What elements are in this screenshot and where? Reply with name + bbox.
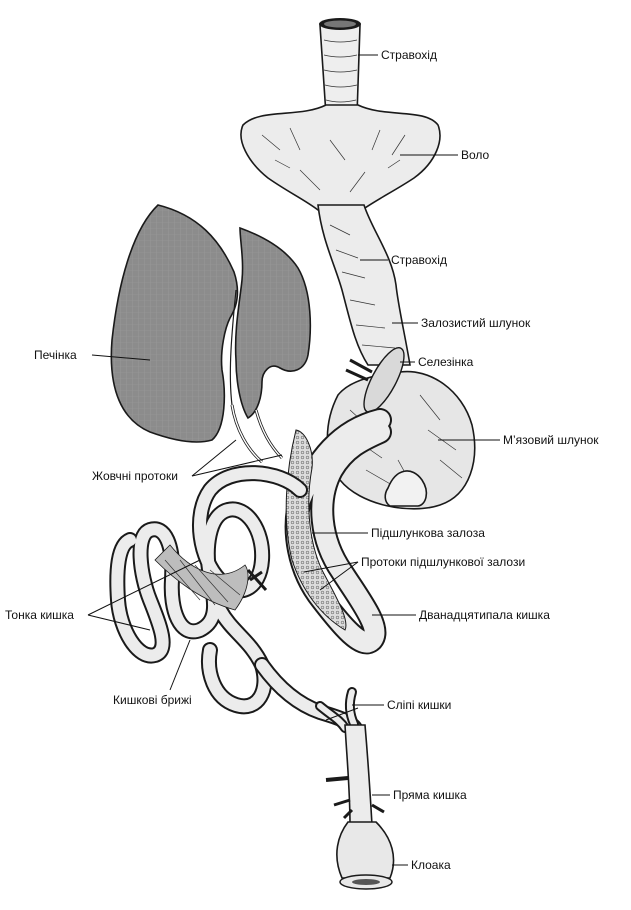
label-esophagus-lower: Стравохід [391, 253, 447, 267]
bile-ducts [230, 404, 284, 464]
label-liver: Печінка [34, 348, 77, 362]
label-cloaca: Клоака [411, 858, 451, 872]
label-small-intestine: Тонка кишка [5, 608, 74, 622]
label-esophagus-top: Стравохід [381, 48, 437, 62]
esophagus-upper [319, 18, 361, 116]
label-crop: Воло [461, 148, 490, 162]
esophagus-lower [317, 204, 411, 366]
leader-lines [87, 54, 500, 866]
liver [110, 204, 312, 443]
label-gizzard: М’язовий шлунок [503, 433, 599, 447]
label-pancreas: Підшлункова залоза [371, 526, 485, 540]
mesentery [154, 544, 268, 611]
pancreas [285, 429, 347, 631]
crop [240, 104, 441, 211]
label-proventriculus: Залозистий шлунок [421, 316, 531, 330]
label-pancreatic-ducts: Протоки підшлункової залози [361, 555, 525, 569]
label-spleen: Селезінка [418, 355, 474, 369]
ceca [315, 687, 359, 733]
label-bile-ducts: Жовчні протоки [92, 469, 178, 483]
label-ceca: Сліпі кишки [387, 698, 451, 712]
label-mesentery: Кишкові брижі [113, 693, 192, 707]
label-duodenum: Дванадцятипала кишка [419, 608, 550, 622]
cloaca [336, 821, 395, 890]
label-rectum: Пряма кишка [393, 788, 467, 802]
